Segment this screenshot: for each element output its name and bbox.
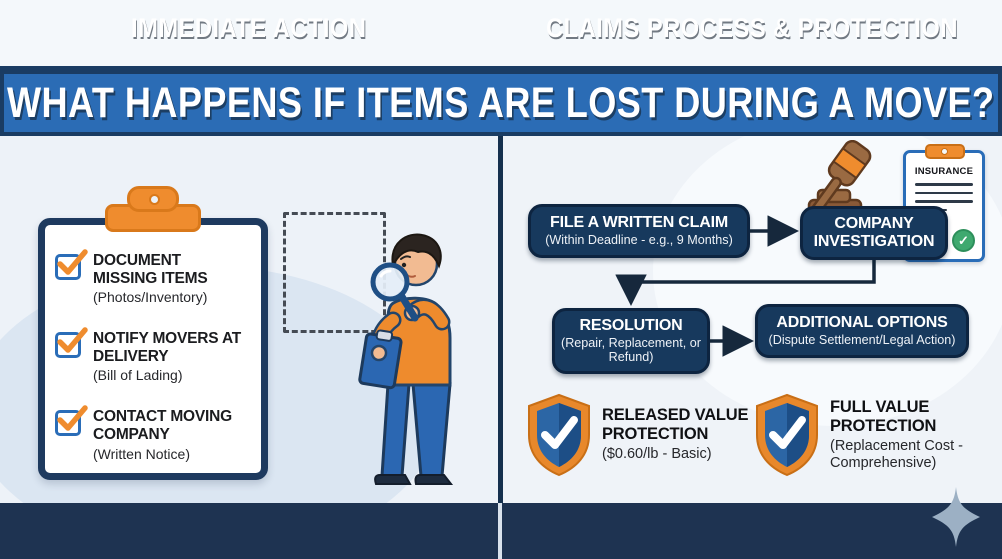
footer-right-section: CLAIMS PROCESS & PROTECTION (503, 0, 1002, 56)
document-clip (925, 144, 965, 159)
protection-option: RELEASED VALUE PROTECTION ($0.60/lb - Ba… (602, 406, 756, 463)
protection-title: FULL VALUE PROTECTION (830, 398, 937, 436)
flow-step-title: ADDITIONAL OPTIONS (776, 314, 948, 332)
green-check-icon: ✓ (952, 229, 975, 252)
arrow-investigation-to-resolution (615, 260, 876, 306)
item-title: DOCUMENT MISSING ITEMS (93, 252, 208, 287)
flow-step-additional-options: ADDITIONAL OPTIONS (Dispute Settlement/L… (755, 304, 969, 358)
shield-icon (756, 393, 818, 477)
footer-divider (498, 503, 502, 559)
flow-step-subtitle: (Within Deadline - e.g., 9 Months) (545, 233, 733, 248)
item-subtitle: (Bill of Lading) (93, 367, 183, 384)
flow-step-title: FILE A WRITTEN CLAIM (550, 214, 728, 232)
checkmark-icon (57, 249, 88, 275)
protection-title: RELEASED VALUE PROTECTION (602, 406, 749, 444)
left-panel: DOCUMENT MISSING ITEMS (Photos/Inventory… (0, 136, 498, 503)
checkmark-icon (57, 327, 88, 353)
insurance-label: INSURANCE (914, 166, 974, 177)
flow-step-title: COMPANY INVESTIGATION (813, 215, 935, 250)
protection-option: FULL VALUE PROTECTION (Replacement Cost … (830, 398, 1000, 472)
flow-step-file-claim: FILE A WRITTEN CLAIM (Within Deadline - … (528, 204, 750, 258)
flow-arrows (615, 215, 876, 357)
magnifier-icon (370, 262, 419, 322)
clip-hole (149, 194, 160, 205)
item-title: NOTIFY MOVERS AT DELIVERY (93, 330, 242, 365)
flow-step-subtitle: (Repair, Replacement, or Refund) (561, 335, 701, 365)
right-panel: INSURANCE ✓ FILE A WRITTEN CLAIM (Wi (503, 136, 1002, 503)
footer-left-section: IMMEDIATE ACTION (0, 0, 498, 56)
footer-right-label: CLAIMS PROCESS & PROTECTION (546, 12, 959, 43)
checkmark-icon (57, 405, 88, 431)
flow-step-subtitle: (Dispute Settlement/Legal Action) (768, 333, 956, 348)
checkbox-icon (55, 249, 88, 280)
flow-step-title: RESOLUTION (579, 317, 683, 335)
checkbox-icon (55, 327, 88, 359)
checklist: DOCUMENT MISSING ITEMS (Photos/Inventory… (55, 249, 261, 462)
item-title: CONTACT MOVING COMPANY (93, 408, 232, 443)
checkbox-icon (55, 405, 88, 437)
checklist-item: CONTACT MOVING COMPANY (Written Notice) (55, 405, 261, 462)
person-illustration (358, 233, 454, 485)
header-banner: WHAT HAPPENS IF ITEMS ARE LOST DURING A … (0, 66, 1002, 136)
item-subtitle: (Photos/Inventory) (93, 289, 208, 306)
panel-divider (498, 136, 503, 503)
flow-step-resolution: RESOLUTION (Repair, Replacement, or Refu… (552, 308, 710, 374)
footer-left-label: IMMEDIATE ACTION (131, 12, 367, 43)
checklist-item: NOTIFY MOVERS AT DELIVERY (Bill of Ladin… (55, 327, 261, 384)
protection-subtitle: (Replacement Cost - Comprehensive) (830, 438, 963, 472)
flow-step-company-investigation: COMPANY INVESTIGATION (800, 206, 948, 260)
protection-subtitle: ($0.60/lb - Basic) (602, 446, 712, 463)
checklist-item: DOCUMENT MISSING ITEMS (Photos/Inventory… (55, 249, 261, 306)
item-subtitle: (Written Notice) (93, 445, 190, 462)
shield-icon (528, 393, 590, 477)
clipboard-clip (105, 186, 201, 232)
page-title: WHAT HAPPENS IF ITEMS ARE LOST DURING A … (7, 78, 995, 127)
sparkle-icon (932, 487, 980, 547)
